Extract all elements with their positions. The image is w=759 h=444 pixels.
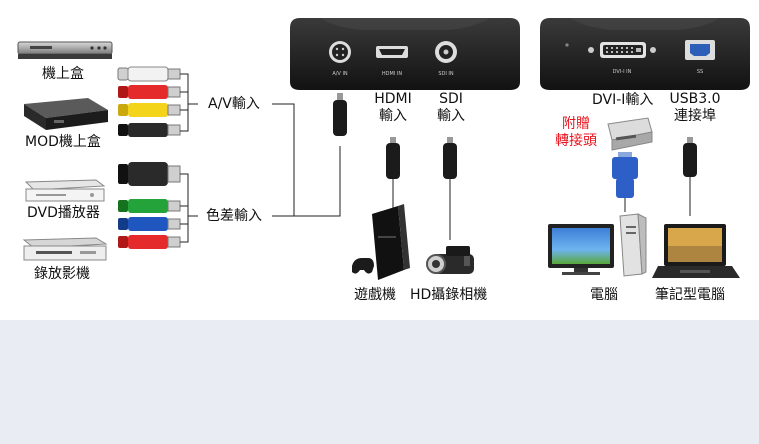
port-label-av: A/V IN (332, 71, 348, 77)
label-laptop: 筆記型電腦 (655, 287, 725, 303)
laptop (652, 224, 740, 278)
label-desktop-pc: 電腦 (590, 287, 618, 303)
diagram-graphics: A/V IN HDMI IN SDI IN (17, 18, 750, 280)
capture-box-1: A/V IN HDMI IN SDI IN (290, 18, 520, 90)
hd-camcorder (426, 246, 474, 274)
rca-plugs-av (117, 66, 181, 137)
av-cable-plug (333, 93, 347, 136)
sdi-cable-plug (443, 137, 457, 179)
connector-lines (180, 73, 691, 243)
label-adapter: 附贈 轉接頭 (550, 116, 602, 150)
label-component-input: 色差輸入 (206, 208, 262, 224)
label-usb-port: USB3.0 連接埠 (665, 91, 725, 125)
label-hdmi-input: HDMI 輸入 (370, 91, 416, 125)
vga-cable (612, 152, 638, 212)
connection-diagram: A/V IN HDMI IN SDI IN (17, 18, 750, 280)
stb-device (17, 41, 113, 59)
label-sdi-line1: SDI (439, 91, 463, 107)
port-label-usb: SS (697, 69, 703, 75)
mod-stb-device (24, 98, 108, 130)
dvi-adapter (607, 117, 653, 151)
capture-box-2: DVI-I IN SS (540, 18, 750, 90)
label-usb-line2: 連接埠 (674, 108, 716, 124)
label-mod-stb: MOD機上盒 (25, 134, 101, 150)
label-dvd: DVD播放器 (27, 205, 100, 221)
usb-cable-plug (683, 137, 697, 177)
label-game-console: 遊戲機 (354, 287, 396, 303)
port-label-dvi: DVI-I IN (613, 69, 632, 75)
game-console (352, 204, 410, 280)
vcr-device (22, 237, 108, 261)
label-usb-line1: USB3.0 (669, 91, 721, 107)
label-stb: 機上盒 (42, 66, 84, 82)
label-hd-camcorder: HD攝錄相機 (410, 287, 488, 303)
label-av-input: A/V輸入 (208, 96, 260, 112)
label-sdi-line2: 輸入 (437, 108, 465, 124)
label-hdmi-line2: 輸入 (379, 108, 407, 124)
hdmi-cable-plug (386, 137, 400, 179)
label-dvi-input: DVI-I輸入 (592, 92, 654, 108)
label-vcr: 錄放影機 (34, 266, 90, 282)
port-label-hdmi: HDMI IN (382, 71, 402, 77)
desktop-pc (548, 213, 647, 277)
bottom-band (0, 320, 759, 444)
label-hdmi-line1: HDMI (374, 91, 412, 107)
port-label-sdi: SDI IN (438, 71, 454, 77)
rca-plugs-component (118, 162, 181, 249)
label-adapter-line2: 轉接頭 (555, 133, 597, 149)
dvd-device (24, 179, 106, 202)
label-adapter-line1: 附贈 (562, 116, 590, 132)
label-sdi-input: SDI 輸入 (432, 91, 470, 125)
